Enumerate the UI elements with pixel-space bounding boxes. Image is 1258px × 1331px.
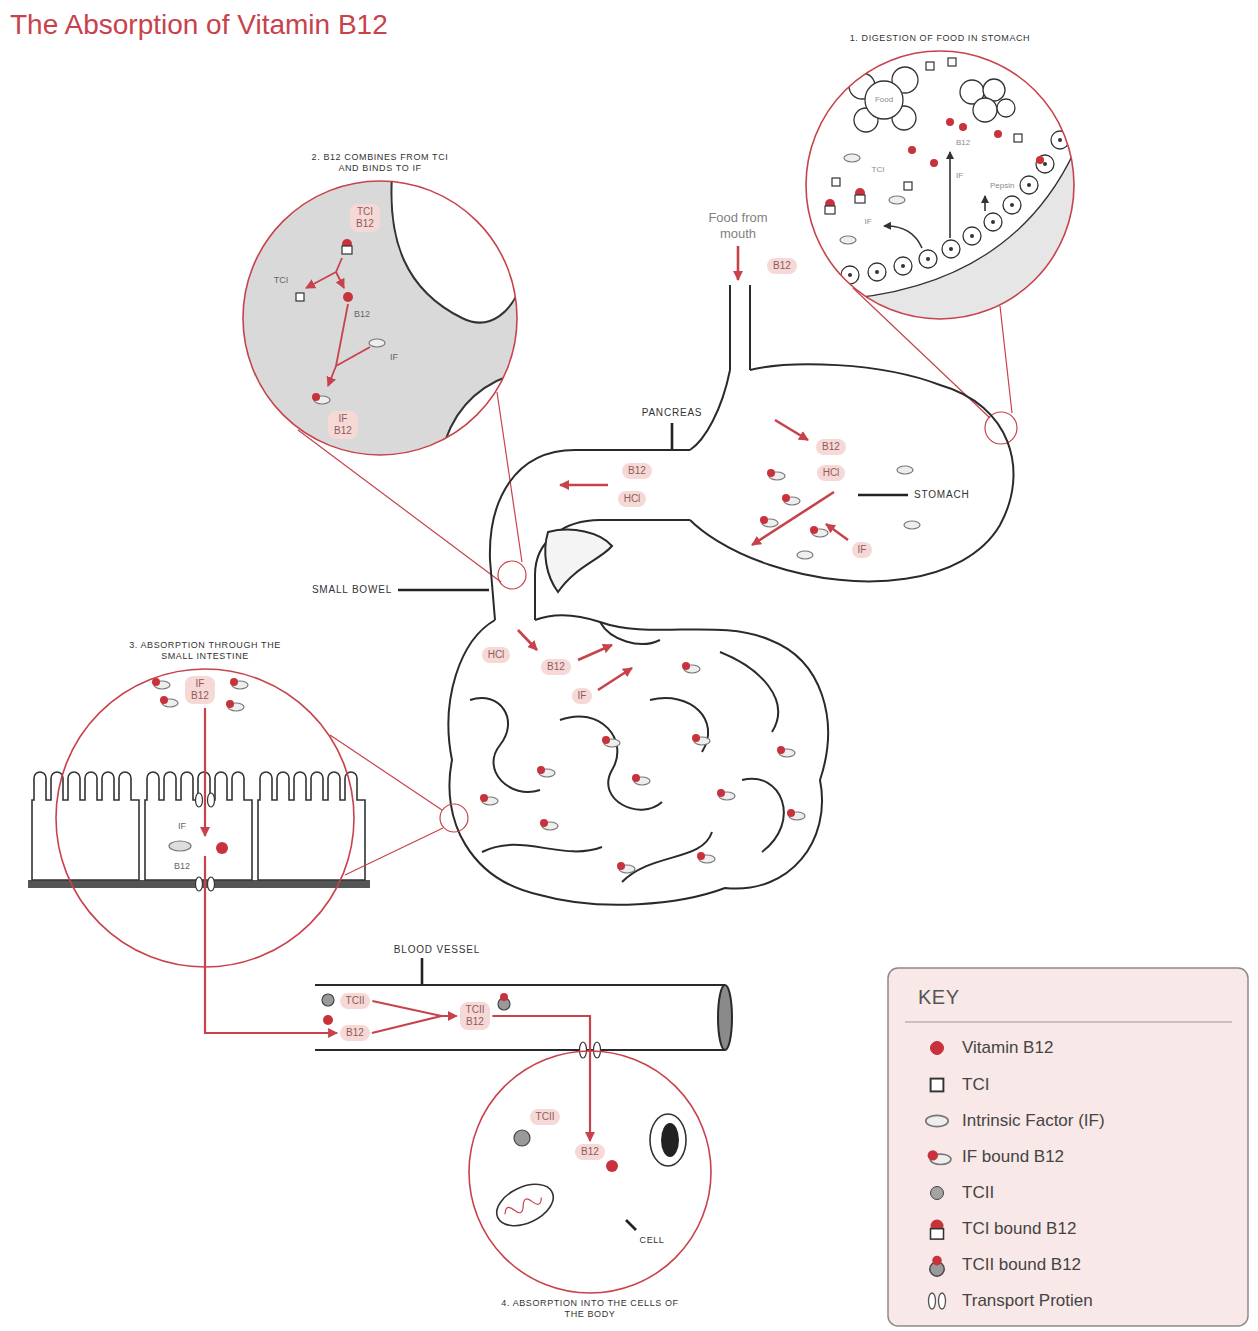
label-text: SMALL BOWEL — [312, 584, 392, 596]
inset-outline-circle — [56, 669, 354, 967]
label-text: Food from mouth — [702, 210, 774, 241]
inset-outline — [55, 668, 355, 968]
label-text: B12 — [354, 309, 370, 320]
pill-label: HCl — [618, 491, 647, 507]
blood-vessel — [315, 985, 732, 1050]
label-text: IF — [178, 821, 186, 832]
diagram-title: The Absorption of Vitamin B12 — [10, 8, 388, 42]
pill-label: B12 — [541, 659, 571, 675]
legend-swatch — [930, 1041, 944, 1055]
inset-outline-circle — [243, 181, 517, 455]
pill-text: TCII — [346, 995, 365, 1007]
pill-label: TCII — [340, 993, 371, 1009]
molecule-icons — [480, 466, 920, 873]
inset-heading: 1. DIGESTION OF FOOD IN STOMACH — [790, 33, 1090, 44]
pill-text: B12 — [773, 260, 791, 272]
inset-outline — [242, 180, 518, 456]
label-text: BLOOD VESSEL — [394, 944, 480, 956]
pill-text: B12 — [628, 465, 646, 477]
pill-label: IF B12 — [328, 411, 358, 439]
pill-label: B12 — [767, 258, 797, 274]
legend-text: Transport Protien — [962, 1291, 1093, 1311]
pill-text: HCl — [488, 649, 505, 661]
pill-label: HCl — [817, 465, 846, 481]
label-text: B12 — [956, 138, 970, 148]
pill-label: IF — [852, 542, 873, 558]
label-text: IF — [390, 352, 398, 363]
label-text: STOMACH — [914, 489, 969, 501]
label-text: CELL — [640, 1235, 665, 1246]
legend-text: TCI — [962, 1075, 989, 1095]
pill-label: TCII — [530, 1109, 561, 1125]
inset-outline — [468, 1050, 712, 1294]
pill-text: TCII — [536, 1111, 555, 1123]
pill-label: TCII B12 — [460, 1002, 491, 1030]
pill-text: B12 — [822, 441, 840, 453]
connector — [492, 1016, 590, 1141]
pill-text: B12 — [346, 1027, 364, 1039]
pill-text: TCI B12 — [356, 206, 374, 230]
label-text: IF — [864, 217, 871, 227]
inset-circle: 3. ABSORPTION THROUGH THE SMALL INTESTIN… — [55, 668, 355, 968]
pill-text: TCII B12 — [466, 1004, 485, 1028]
duodenum-inset-art — [243, 170, 530, 460]
inset-circle: 1. DIGESTION OF FOOD IN STOMACH — [805, 50, 1075, 320]
legend-text: TCII — [962, 1183, 994, 1203]
pill-label: B12 — [575, 1144, 605, 1160]
pill-text: IF — [858, 544, 867, 556]
connector — [205, 968, 337, 1033]
magnifier-lines — [298, 392, 526, 589]
label-text: B12 — [174, 861, 190, 872]
label-text: IF — [956, 171, 963, 181]
digestive-tract — [449, 285, 1014, 905]
inset-heading: 4. ABSORPTION INTO THE CELLS OF THE BODY — [499, 1298, 681, 1320]
legend-text: Vitamin B12 — [962, 1038, 1053, 1058]
label-text: TCI — [872, 165, 885, 175]
pill-label: TCI B12 — [350, 204, 380, 232]
label-text: KEY — [918, 985, 960, 1009]
legend-text: Intrinsic Factor (IF) — [962, 1111, 1105, 1131]
pill-label: IF — [572, 688, 593, 704]
stomach-inset-art — [806, 51, 1090, 330]
pill-text: HCl — [823, 467, 840, 479]
label-text: Food — [875, 95, 893, 105]
legend-text: TCII bound B12 — [962, 1255, 1081, 1275]
inset-heading: 3. ABSORPTION THROUGH THE SMALL INTESTIN… — [126, 640, 284, 662]
magnifier-lines — [853, 288, 1017, 444]
legend-swatch — [930, 1186, 944, 1200]
label-text: PANCREAS — [642, 407, 703, 419]
inset-outline — [805, 50, 1075, 320]
legend-text: TCI bound B12 — [962, 1219, 1076, 1239]
pill-label: B12 — [340, 1025, 370, 1041]
legend-box — [888, 968, 1248, 1326]
pill-label: HCl — [482, 647, 511, 663]
pill-label: B12 — [816, 439, 846, 455]
flow-arrows — [518, 246, 848, 690]
magnifier-lines — [330, 735, 468, 875]
leader-ticks — [398, 423, 908, 1230]
connector — [372, 1001, 456, 1016]
inset-circle: 4. ABSORPTION INTO THE CELLS OF THE BODY… — [468, 1050, 712, 1294]
legend-text: IF bound B12 — [962, 1147, 1064, 1167]
pill-text: HCl — [624, 493, 641, 505]
pill-text: IF B12 — [334, 413, 352, 437]
connector — [372, 1016, 457, 1033]
pill-text: IF — [578, 690, 587, 702]
label-text: TCI — [274, 275, 289, 286]
inset-outline-circle — [469, 1051, 711, 1293]
label-text: Pepsin — [990, 181, 1014, 191]
pill-label: IF B12 — [185, 676, 215, 704]
inset-outline-circle — [806, 51, 1074, 319]
pill-text: B12 — [547, 661, 565, 673]
inset-circle: 2. B12 COMBINES FROM TCI AND BINDS TO IF… — [242, 180, 518, 456]
pill-label: B12 — [622, 463, 652, 479]
inset-heading: 2. B12 COMBINES FROM TCI AND BINDS TO IF — [306, 152, 454, 174]
pill-text: B12 — [581, 1146, 599, 1158]
pill-text: IF B12 — [191, 678, 209, 702]
